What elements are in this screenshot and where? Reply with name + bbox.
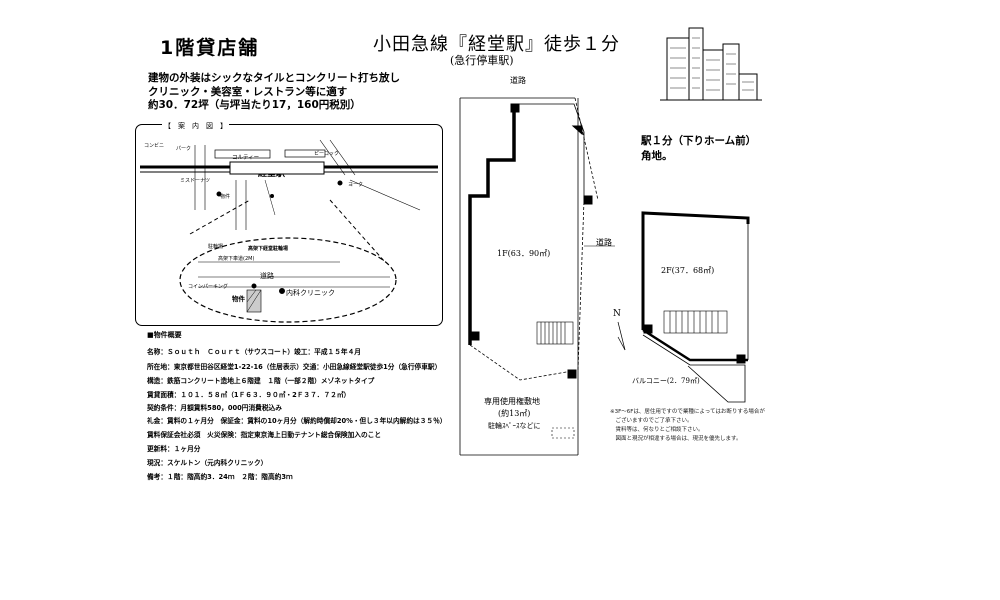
highlight-usage: クリニック・美容室・レストラン等に適す <box>148 86 348 98</box>
map-bicycle-lot: 高架下経堂駐輪場 <box>248 246 289 252</box>
spec-notes: 備考：１階：階高約3．24ｍ ２階：階高約3ｍ <box>147 473 293 481</box>
map-market: ヨーク <box>348 182 364 188</box>
spec-area: 賃貸面積：１０１．５８㎡（1Ｆ６３．９０㎡・2Ｆ３７．７２㎡） <box>147 391 351 399</box>
map-road: 道路 <box>260 272 274 280</box>
station-access: 小田急線『経堂駅』徒歩１分 <box>373 34 620 55</box>
disclaimer-line-4: 図面と現況が相違する場合は、現況を優先します。 <box>610 436 742 442</box>
note-corner: 角地。 <box>641 150 673 162</box>
map-underpass: 高架下車道(2M) <box>218 256 255 262</box>
map-bicycle: 駐輪場 <box>208 244 224 250</box>
spec-deposit: 礼金：賃料の１ヶ月分 保証金：賃料の10ヶ月分（解約時償却20%・但し３年以内解… <box>147 417 447 425</box>
note-walk: 駅１分（下りホーム前） <box>641 135 757 147</box>
map-label-b: パーク <box>176 146 192 152</box>
private-land-label: 専用使用権敷地 <box>484 397 540 406</box>
spec-renewal: 更新料：１ヶ月分 <box>147 445 201 453</box>
floor1-label: 1F(63．90㎡) <box>497 249 551 258</box>
map-label-a: コンビニ <box>144 143 165 149</box>
map-legend: 【 案 内 図 】 <box>162 121 229 131</box>
spec-status: 現況：スケルトン（元内科クリニック） <box>147 459 268 467</box>
floor2-label: 2F(37．68㎡) <box>661 266 715 275</box>
spec-insurance: 賃料保証会社必須 火災保険：指定東京海上日動テナント総合保険加入のこと <box>147 431 382 439</box>
private-use-label: 駐輪ｽﾍﾟｰｽなどに <box>488 422 541 430</box>
map-drawing <box>140 139 438 323</box>
map-label-c: ピーコック <box>314 151 340 157</box>
map-property: 物件 <box>232 295 245 303</box>
specs-heading: ■物件概要 <box>147 331 182 339</box>
express-stop-note: (急行停車駅) <box>450 54 514 67</box>
building-illustration <box>660 27 762 101</box>
balcony-label: バルコニー(2．79㎡) <box>632 377 700 385</box>
road-label-top: 道路 <box>510 76 526 85</box>
map-label-d: 物件 <box>220 194 231 200</box>
road-label-right: 道路 <box>596 238 612 247</box>
page-title: 1階貸店舗 <box>160 37 260 59</box>
spec-structure: 構造：鉄筋コンクリート造地上６階建 １階（一部２階）メゾネットタイプ <box>147 377 375 385</box>
spec-terms: 契約条件：月額賃料580，000円消費税込み <box>147 404 282 412</box>
spec-address: 所在地：東京都世田谷区経堂1-22-16（住居表示）交通：小田急線経堂駅徒歩1分… <box>147 363 442 371</box>
spec-name: 名称：Ｓｏｕｔｈ Ｃｏｕｒｔ（サウスコート）竣工：平成１５年４月 <box>147 348 361 356</box>
floorplan-1f <box>459 97 615 456</box>
disclaimer-line-1: ※3F～6Fは、居住用ですので業種によってはお断りする場合が <box>610 409 765 415</box>
highlight-exterior: 建物の外装はシックなタイルとコンクリート打ち放し <box>148 72 400 84</box>
north-label: N <box>613 309 621 319</box>
disclaimer-line-2: ございますのでご了承下さい。 <box>610 418 693 424</box>
disclaimer-line-3: 賃料等は、何なりとご相談下さい。 <box>610 427 704 433</box>
private-area-label: (約13㎡) <box>498 409 531 418</box>
map-clinic: 内科クリニック <box>286 289 335 297</box>
floorplan-2f <box>617 211 750 403</box>
highlight-area-price: 約30．72坪（与坪当たり17，160円税別） <box>148 99 361 111</box>
